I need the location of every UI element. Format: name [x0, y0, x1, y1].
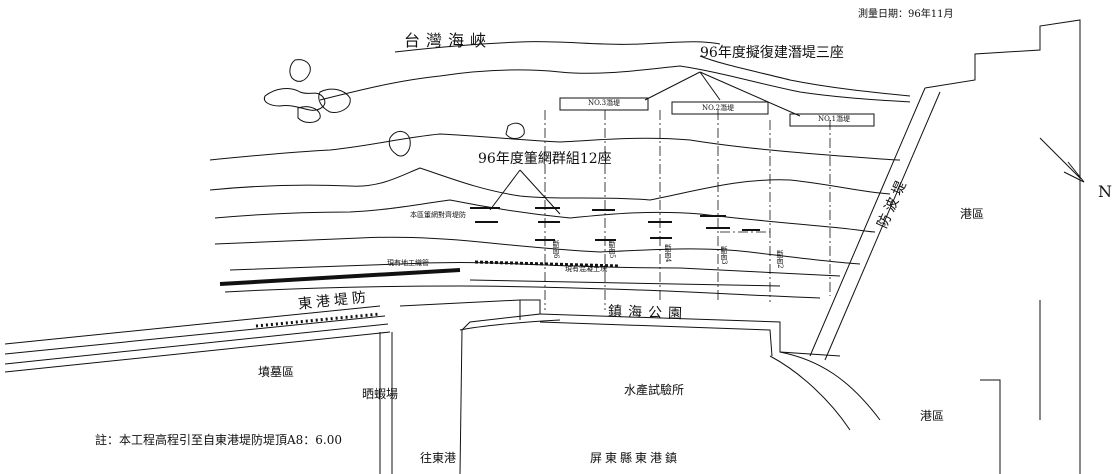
label-submerged-dikes: 96年度擬復建潛堤三座: [700, 45, 844, 61]
rock-outline: [318, 88, 351, 113]
label-section-4: 斷面4: [664, 244, 672, 263]
label-planned-dike: 本區箽網對齊堤防: [410, 211, 466, 219]
contour-line: [699, 55, 911, 97]
label-harbor-upper: 港區: [960, 207, 985, 221]
rock-outline: [263, 88, 326, 111]
contour-line: [394, 41, 721, 53]
label-dike-no3: NO.3潛堤: [588, 99, 621, 107]
survey-date: 測量日期：96年11月: [858, 9, 954, 20]
label-section-3: 斷面3: [720, 246, 728, 265]
engineering-note: 註：本工程高程引至自東港堤防堤頂A8：6.00: [95, 433, 343, 447]
label-fisheries-institute: 水產試驗所: [624, 383, 685, 397]
label-harbor-lower: 港區: [920, 409, 945, 423]
label-existing-block: 現有混凝土塊: [565, 265, 607, 273]
label-section-2: 斷面2: [776, 250, 784, 269]
north-label: N: [1098, 182, 1112, 201]
contour-line: [224, 285, 821, 299]
contour-line: [319, 65, 911, 103]
breakwater-east-port: [4, 305, 381, 345]
label-to-donggang: 往東港: [420, 451, 457, 465]
label-strait: 台灣海峽: [404, 31, 493, 50]
north-arrow: [1039, 137, 1085, 183]
dike-no2: [671, 101, 769, 115]
breakwater-right: [809, 87, 926, 357]
label-net-groups: 96年度箽網群組12座: [478, 151, 612, 167]
contour-line: [214, 199, 876, 233]
label-section-5: 斷面5: [608, 240, 616, 259]
rock-outline: [505, 122, 525, 139]
rock-outline: [297, 106, 321, 123]
dike-no3: [559, 97, 649, 111]
leader-line: [644, 71, 801, 117]
label-shrimp-drying: 晒蝦場: [362, 387, 399, 401]
label-section-6: 斷面6: [552, 240, 560, 259]
contour-line: [209, 167, 891, 201]
label-dike-no1: NO.1潛堤: [818, 115, 851, 123]
label-cemetery: 墳墓區: [258, 365, 295, 379]
leader-line: [489, 169, 561, 215]
label-dike-no2: NO.2潛堤: [702, 104, 735, 112]
dike-no1: [789, 113, 875, 127]
existing-block-line: [474, 260, 621, 268]
contour-line: [214, 236, 861, 265]
existing-geotube: [219, 268, 461, 286]
rock-outline: [388, 131, 411, 157]
label-zhenhai-park: 鎮海公園: [607, 303, 689, 323]
rock-outline: [289, 59, 311, 82]
contour-line: [209, 133, 901, 161]
label-existing-site: 現有地工織管: [387, 259, 429, 267]
label-township: 屏東縣東港鎮: [590, 451, 681, 465]
